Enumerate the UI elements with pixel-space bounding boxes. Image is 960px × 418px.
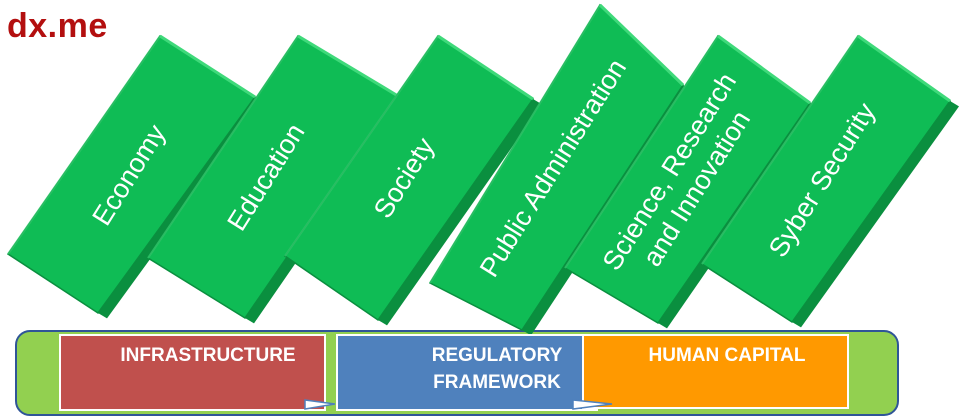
pillar-highlight: [598, 3, 685, 87]
pillar-highlight: [701, 35, 859, 265]
pillar-3: Society: [283, 34, 542, 326]
foundation-label-line: REGULATORY: [432, 345, 563, 366]
foundation-box: [582, 334, 849, 409]
foundation-box: [59, 334, 326, 411]
pillar-side-face: [378, 99, 542, 326]
pillar-highlight: [857, 34, 951, 103]
pillar-highlight: [717, 34, 811, 105]
pillar-highlight: [437, 34, 534, 101]
pillar-highlight: [7, 35, 161, 255]
foundation-label-line: FRAMEWORK: [433, 372, 561, 393]
pillar-highlight: [297, 34, 399, 98]
pillar-side-face: [792, 101, 959, 328]
foundation-label-line: HUMAN CAPITAL: [649, 345, 806, 366]
foundation-label-line: INFRASTRUCTURE: [120, 345, 295, 366]
logo: dx.me: [7, 7, 108, 45]
foundation-label: INFRASTRUCTURE: [120, 345, 295, 366]
pillar-highlight: [159, 34, 256, 99]
foundation-box-3: HUMAN CAPITAL: [582, 334, 849, 409]
foundation-box-2: REGULATORY FRAMEWORK: [336, 334, 598, 411]
foundation-label: REGULATORY FRAMEWORK: [432, 345, 563, 393]
pillar-highlight: [284, 35, 439, 257]
arrow-icon: [304, 399, 336, 410]
pillar-highlight: [564, 35, 719, 269]
pillar-highlight: [147, 35, 299, 259]
arrow-icon: [572, 399, 613, 410]
pillar-highlight: [429, 4, 601, 284]
foundation-label: HUMAN CAPITAL: [649, 345, 806, 366]
foundation-box-1: INFRASTRUCTURE: [59, 334, 326, 411]
pillar-6: Syber Security: [700, 34, 959, 328]
